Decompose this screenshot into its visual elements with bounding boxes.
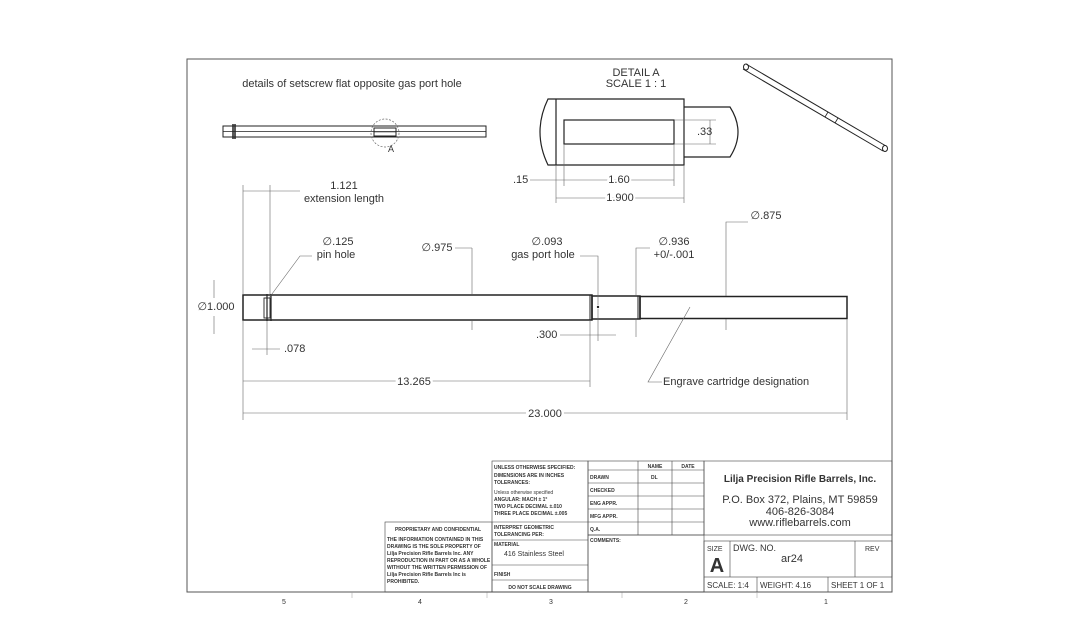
detail-offset-dim: .15 <box>513 174 528 186</box>
barrel-main-section <box>242 294 593 321</box>
top-view: details of setscrew flat opposite gas po… <box>222 78 487 154</box>
qa-label: Q.A. <box>590 527 601 533</box>
extension-value: 1.121 <box>330 180 358 192</box>
proprietary-line: THE INFORMATION CONTAINED IN THIS <box>387 537 484 543</box>
detail-a-circle <box>370 118 400 148</box>
eng-appr-label: ENG APPR. <box>590 501 618 507</box>
angular-tol: ANGULAR: MACH ± 1° <box>494 497 547 503</box>
scale-label: SCALE: 1:4 <box>707 581 749 590</box>
main-view: 1.121 extension length ∅.125 pin hole ∅.… <box>197 180 848 423</box>
setscrew-note: details of setscrew flat opposite gas po… <box>242 78 462 90</box>
proprietary-title: PROPRIETARY AND CONFIDENTIAL <box>395 527 481 533</box>
gas-block-section <box>591 295 641 320</box>
material-value: 416 Stainless Steel <box>504 551 564 558</box>
dim-300: .300 <box>536 329 557 341</box>
dwg-no-label: DWG. NO. <box>733 543 776 553</box>
detail-height-dim: .33 <box>697 126 712 138</box>
dia-875: ∅.875 <box>751 210 782 222</box>
zone-label: 4 <box>418 599 422 606</box>
gas-port-label: gas port hole <box>511 249 575 261</box>
two-place-tol: TWO PLACE DECIMAL ±.010 <box>494 504 562 510</box>
detail-a-view: DETAIL A SCALE 1 : 1 .33 .15 1.60 1.900 <box>513 67 739 206</box>
dia-1000: ∅1.000 <box>197 301 234 313</box>
sheet-label: SHEET 1 OF 1 <box>831 581 885 590</box>
size-label: SIZE <box>707 546 723 553</box>
mfg-appr-label: MFG APPR. <box>590 514 618 520</box>
isometric-view <box>742 63 888 152</box>
engrave-note: Engrave cartridge designation <box>663 376 809 388</box>
dim-078: .078 <box>284 343 305 355</box>
comments-label: COMMENTS: <box>590 538 621 544</box>
dwg-no-value: ar24 <box>781 553 803 565</box>
unless-specified: UNLESS OTHERWISE SPECIFIED: <box>494 465 576 471</box>
detail-scale: SCALE 1 : 1 <box>606 78 667 90</box>
finish-label: FINISH <box>494 572 511 578</box>
weight-label: WEIGHT: 4.16 <box>760 581 812 590</box>
rev-label: REV <box>865 546 880 553</box>
zone-labels: 5 4 3 2 1 <box>282 592 828 606</box>
proprietary-line: DRAWING IS THE SOLE PROPERTY OF <box>387 544 481 550</box>
gas-port-hole <box>596 305 600 309</box>
zone-label: 1 <box>824 599 828 606</box>
three-place-tol: THREE PLACE DECIMAL ±.005 <box>494 511 567 517</box>
extension-label: extension length <box>304 193 384 205</box>
checked-label: CHECKED <box>590 488 615 494</box>
proprietary-line: Lilja Precision Rifle Barrels Inc. ANY <box>387 551 474 557</box>
proprietary-line: PROHIBITED. <box>387 579 420 585</box>
detail-flat <box>563 119 675 145</box>
drawn-by: DL <box>651 475 658 481</box>
proprietary-line: REPRODUCTION IN PART OR AS A WHOLE <box>387 558 491 564</box>
tolerances-label: TOLERANCES: <box>494 480 530 486</box>
proprietary-line: Lilja Precision Rifle Barrels Inc is <box>387 572 466 578</box>
name-header: NAME <box>648 464 663 470</box>
detail-a-label: A <box>388 144 394 154</box>
detail-flat-length-dim: 1.60 <box>608 174 629 186</box>
gas-port-dia: ∅.093 <box>532 236 563 248</box>
interpret-label: INTERPRET GEOMETRIC <box>494 525 554 531</box>
zone-label: 2 <box>684 599 688 606</box>
date-header: DATE <box>681 464 695 470</box>
proprietary-line: WITHOUT THE WRITTEN PERMISSION OF <box>387 565 487 571</box>
drawn-label: DRAWN <box>590 475 609 481</box>
tolerancing-label: TOLERANCING PER: <box>494 532 544 538</box>
no-scale-note: DO NOT SCALE DRAWING <box>508 585 571 591</box>
dims-in-inches: DIMENSIONS ARE IN INCHES <box>494 473 565 479</box>
pin-hole <box>263 297 271 319</box>
company-phone: 406-826-3084 <box>766 506 835 518</box>
detail-title: DETAIL A <box>612 67 660 79</box>
title-block-text: PROPRIETARY AND CONFIDENTIAL THE INFORMA… <box>387 464 885 591</box>
company-name: Lilja Precision Rifle Barrels, Inc. <box>724 474 877 485</box>
dia-975: ∅.975 <box>422 242 453 254</box>
unless-tol: Unless otherwise specified <box>494 490 553 496</box>
size-value: A <box>710 555 724 577</box>
detail-overall-dim: 1.900 <box>606 192 634 204</box>
company-address: P.O. Box 372, Plains, MT 59859 <box>722 494 878 506</box>
tol-936: +0/-.001 <box>654 249 695 261</box>
muzzle-section <box>639 295 848 320</box>
title-block <box>384 460 893 593</box>
dia-936: ∅.936 <box>659 236 690 248</box>
material-label: MATERIAL <box>494 542 519 548</box>
company-web: www.riflebarrels.com <box>748 517 850 529</box>
dim-23000: 23.000 <box>528 408 562 420</box>
pin-hole-label: pin hole <box>317 249 356 261</box>
zone-label: 5 <box>282 599 286 606</box>
pin-hole-dia: ∅.125 <box>323 236 354 248</box>
dim-13265: 13.265 <box>397 376 431 388</box>
zone-label: 3 <box>549 599 553 606</box>
